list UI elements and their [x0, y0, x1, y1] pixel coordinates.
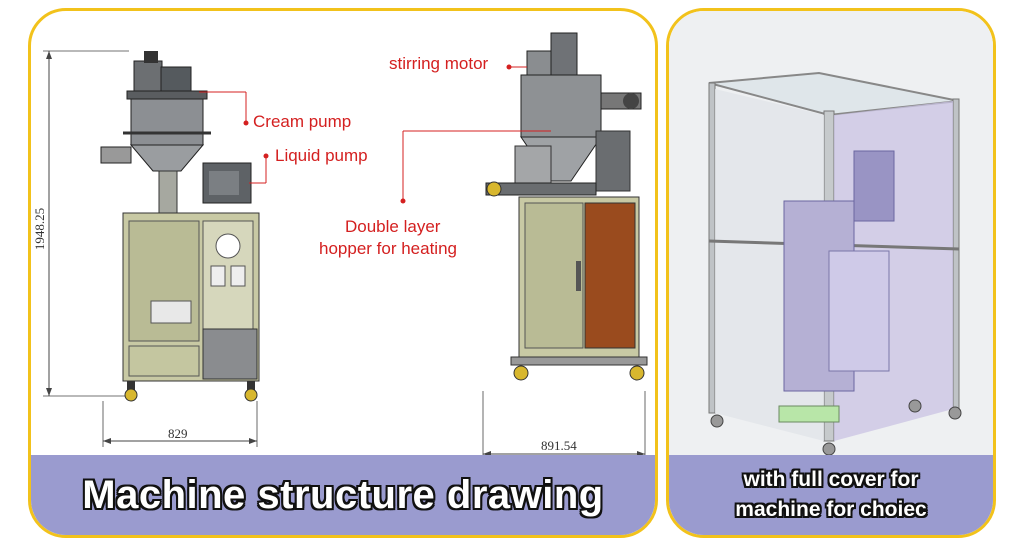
stirring-motor-label: stirring motor	[389, 54, 489, 73]
cover-caption-line2: machine for choiec	[735, 498, 927, 521]
liquid-pump-label: Liquid pump	[275, 146, 368, 165]
side-width-dimension: 891.54	[541, 438, 577, 453]
structure-caption-band: Machine structure drawing	[31, 455, 655, 535]
structure-caption: Machine structure drawing	[82, 472, 604, 517]
cover-caption: with full cover for machine for choiec	[735, 465, 926, 525]
hopper-label-line2: hopper for heating	[319, 239, 457, 258]
front-width-dimension: 829	[168, 426, 188, 441]
height-dimension: 1948.25	[32, 207, 48, 251]
structure-drawing	[43, 32, 648, 461]
cream-pump-label: Cream pump	[253, 112, 352, 131]
full-cover-drawing	[669, 11, 993, 461]
cover-caption-line1: with full cover for	[743, 468, 919, 491]
structure-drawing-panel: stirring motor Cream pump Liquid pump Do…	[28, 8, 658, 538]
hopper-label-line1: Double layer	[345, 217, 441, 236]
cover-caption-band: with full cover for machine for choiec	[669, 455, 993, 535]
full-cover-panel: with full cover for machine for choiec	[666, 8, 996, 538]
